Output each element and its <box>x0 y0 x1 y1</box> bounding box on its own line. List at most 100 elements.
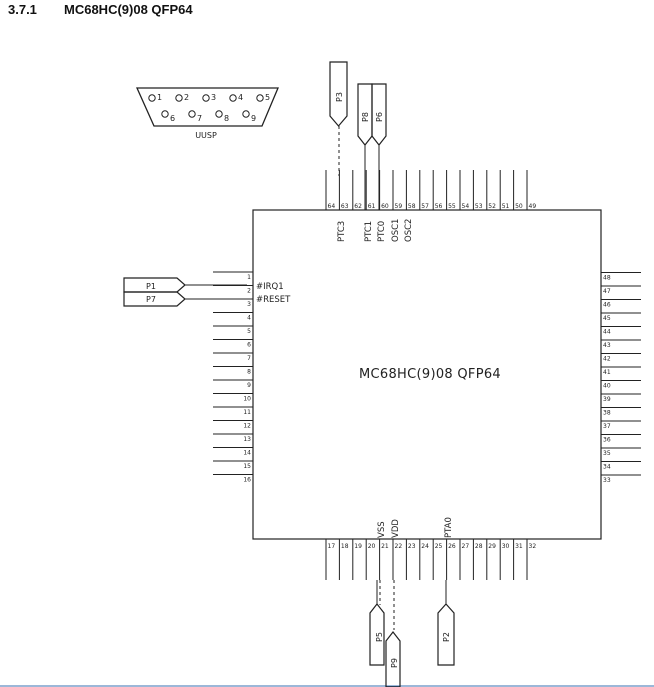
pin-name-reset: #RESET <box>256 295 291 305</box>
pin-number: 62 <box>354 203 362 210</box>
chip-body <box>252 209 602 540</box>
wire-p8-p6 <box>364 145 380 210</box>
pin-number: 16 <box>243 477 251 484</box>
pin-number: 36 <box>603 437 611 444</box>
pin-number: 40 <box>603 383 611 390</box>
connector-p8 <box>357 83 373 146</box>
db9-pin-number: 8 <box>224 114 229 123</box>
connector-p8-label: P8 <box>361 112 370 122</box>
pin-number: 48 <box>603 275 611 282</box>
db9-pin-hole <box>229 94 237 102</box>
connector-p1 <box>123 277 186 293</box>
connector-p7-label: P7 <box>146 295 156 304</box>
pin-name-vdd: VDD <box>391 519 401 538</box>
connector-p3-label: P3 <box>335 92 344 102</box>
pin-number: 6 <box>247 342 251 349</box>
wire-stub <box>185 284 213 300</box>
pin-number: 9 <box>247 382 251 389</box>
section-title: MC68HC(9)08 QFP64 <box>64 2 193 17</box>
pin-number: 3 <box>247 301 251 308</box>
pin-number: 43 <box>603 342 611 349</box>
pin-number: 15 <box>243 463 251 470</box>
db9-pin-number: 1 <box>157 93 162 102</box>
db9-pin-hole <box>161 110 169 118</box>
pin-number: 31 <box>515 543 523 550</box>
pin-number: 47 <box>603 288 611 295</box>
db9-pin-hole <box>202 94 210 102</box>
pin-name-ptc1: PTC1 <box>364 221 374 242</box>
pin-number: 24 <box>421 543 429 550</box>
pin-name-vss: VSS <box>377 521 387 538</box>
pin-number: 19 <box>354 543 362 550</box>
connector-p3 <box>329 61 348 127</box>
pin-number: 52 <box>488 203 496 210</box>
db9-pin-number: 3 <box>211 93 216 102</box>
pin-name-pta0: PTA0 <box>444 517 454 538</box>
pin-number: 46 <box>603 302 611 309</box>
pin-number: 49 <box>529 203 537 210</box>
pin-name-ptc0: PTC0 <box>377 221 387 242</box>
db9-pin-number: 5 <box>265 93 270 102</box>
pin-number: 34 <box>603 464 611 471</box>
db9-pin-number: 9 <box>251 114 256 123</box>
pin-number: 60 <box>381 203 389 210</box>
pin-number: 42 <box>603 356 611 363</box>
connector-p7 <box>123 291 186 307</box>
pin-number: 56 <box>435 203 443 210</box>
pin-number: 8 <box>247 369 251 376</box>
pin-number: 29 <box>488 543 496 550</box>
connector-p6-label: P6 <box>375 112 384 122</box>
pin-name-osc1: OSC1 <box>391 219 401 242</box>
pin-number: 61 <box>368 203 376 210</box>
connector-p6 <box>371 83 387 146</box>
pin-number: 38 <box>603 410 611 417</box>
db9-pin-number: 6 <box>170 114 175 123</box>
pin-number: 32 <box>529 543 537 550</box>
pin-number: 30 <box>502 543 510 550</box>
db9-label: UUSP <box>195 131 217 140</box>
pin-number: 63 <box>341 203 349 210</box>
pin-number: 18 <box>341 543 349 550</box>
connector-p2-label: P2 <box>442 632 451 642</box>
db9-pin-hole <box>242 110 250 118</box>
connector-p5 <box>369 603 385 666</box>
connector-p5-label: P5 <box>375 632 384 642</box>
connector-p2 <box>437 603 455 666</box>
pin-number: 26 <box>448 543 456 550</box>
connector-p9-label: P9 <box>390 658 399 668</box>
pin-number: 10 <box>243 396 251 403</box>
pin-name-osc2: OSC2 <box>404 219 414 242</box>
db9-pin-hole <box>148 94 156 102</box>
db9-pin-number: 2 <box>184 93 189 102</box>
db9-pin-number: 4 <box>238 93 243 102</box>
pin-number: 54 <box>462 203 470 210</box>
pin-name-ptc3: PTC3 <box>337 221 347 242</box>
pin-number: 12 <box>243 423 251 430</box>
pin-number: 37 <box>603 423 611 430</box>
pin-number: 28 <box>475 543 483 550</box>
connector-p9 <box>385 631 401 687</box>
chip-label: MC68HC(9)08 QFP64 <box>359 367 501 382</box>
pin-number: 33 <box>603 477 611 484</box>
pin-number: 17 <box>328 543 336 550</box>
wire-vdd-dashed <box>379 580 395 630</box>
pin-number: 25 <box>435 543 443 550</box>
pin-number: 35 <box>603 450 611 457</box>
pin-number: 44 <box>603 329 611 336</box>
pin-number: 64 <box>328 203 336 210</box>
db9-pin-hole <box>256 94 264 102</box>
pin-number: 14 <box>243 450 251 457</box>
pin-number: 58 <box>408 203 416 210</box>
pin-number: 53 <box>475 203 483 210</box>
db9-pin-hole <box>175 94 183 102</box>
pin-number: 22 <box>395 543 403 550</box>
pin-number: 7 <box>247 355 251 362</box>
pin-number: 45 <box>603 315 611 322</box>
pin-number: 50 <box>515 203 523 210</box>
